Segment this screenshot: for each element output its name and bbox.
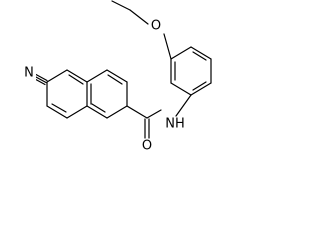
bond-k	[86, 105, 108, 119]
molecule-structure-diagram: N O NH O	[23, 0, 212, 154]
nitrile-triple-bond-b	[34, 75, 47, 84]
naphthalene-right-ring	[86, 69, 128, 119]
bond-a	[46, 69, 68, 83]
bond-j	[106, 105, 128, 119]
bond-e	[46, 105, 68, 119]
double-bond-inner-g	[192, 51, 207, 61]
naphthalene-left-ring	[46, 69, 88, 119]
bond-carbonyl-to-nh	[146, 109, 162, 119]
bond-h	[106, 69, 128, 83]
ethoxy-group	[111, 0, 172, 60]
bond-b	[66, 69, 88, 83]
atom-label-nitrile-nitrogen: N	[23, 66, 36, 81]
bond-q	[170, 82, 192, 96]
double-bond-inner-c	[107, 74, 123, 85]
nitrile-nitrogen-label: N	[24, 66, 34, 81]
bond-d	[66, 105, 88, 119]
atom-label-carbonyl-oxygen: O	[140, 139, 154, 154]
bond-n	[190, 46, 212, 60]
bond-ring-to-oxygen	[163, 33, 172, 60]
bond-g	[86, 69, 108, 83]
phenyl-ring	[170, 46, 212, 96]
nitrile-triple-bond-c	[35, 73, 48, 82]
bond-l	[190, 82, 212, 96]
carbonyl-oxygen-label: O	[142, 139, 152, 154]
bond-nh-to-phenyl	[175, 94, 192, 117]
double-bond-inner-a	[68, 74, 84, 85]
atom-label-ether-oxygen: O	[149, 19, 163, 34]
bond-o	[170, 46, 192, 60]
bond-ring-to-carbonyl	[126, 105, 148, 119]
double-bond-inner-f	[192, 81, 207, 91]
bond-ch2-to-ch3	[111, 0, 131, 11]
atom-label-amide-nitrogen: NH	[163, 117, 187, 132]
ether-oxygen-label: O	[151, 19, 161, 34]
bond-oxygen-to-ch2	[129, 9, 149, 25]
double-bond-inner-d	[91, 103, 106, 113]
amide-nitrogen-label: NH	[165, 117, 185, 132]
amide-group	[126, 94, 192, 139]
double-bond-inner-b	[51, 103, 67, 113]
